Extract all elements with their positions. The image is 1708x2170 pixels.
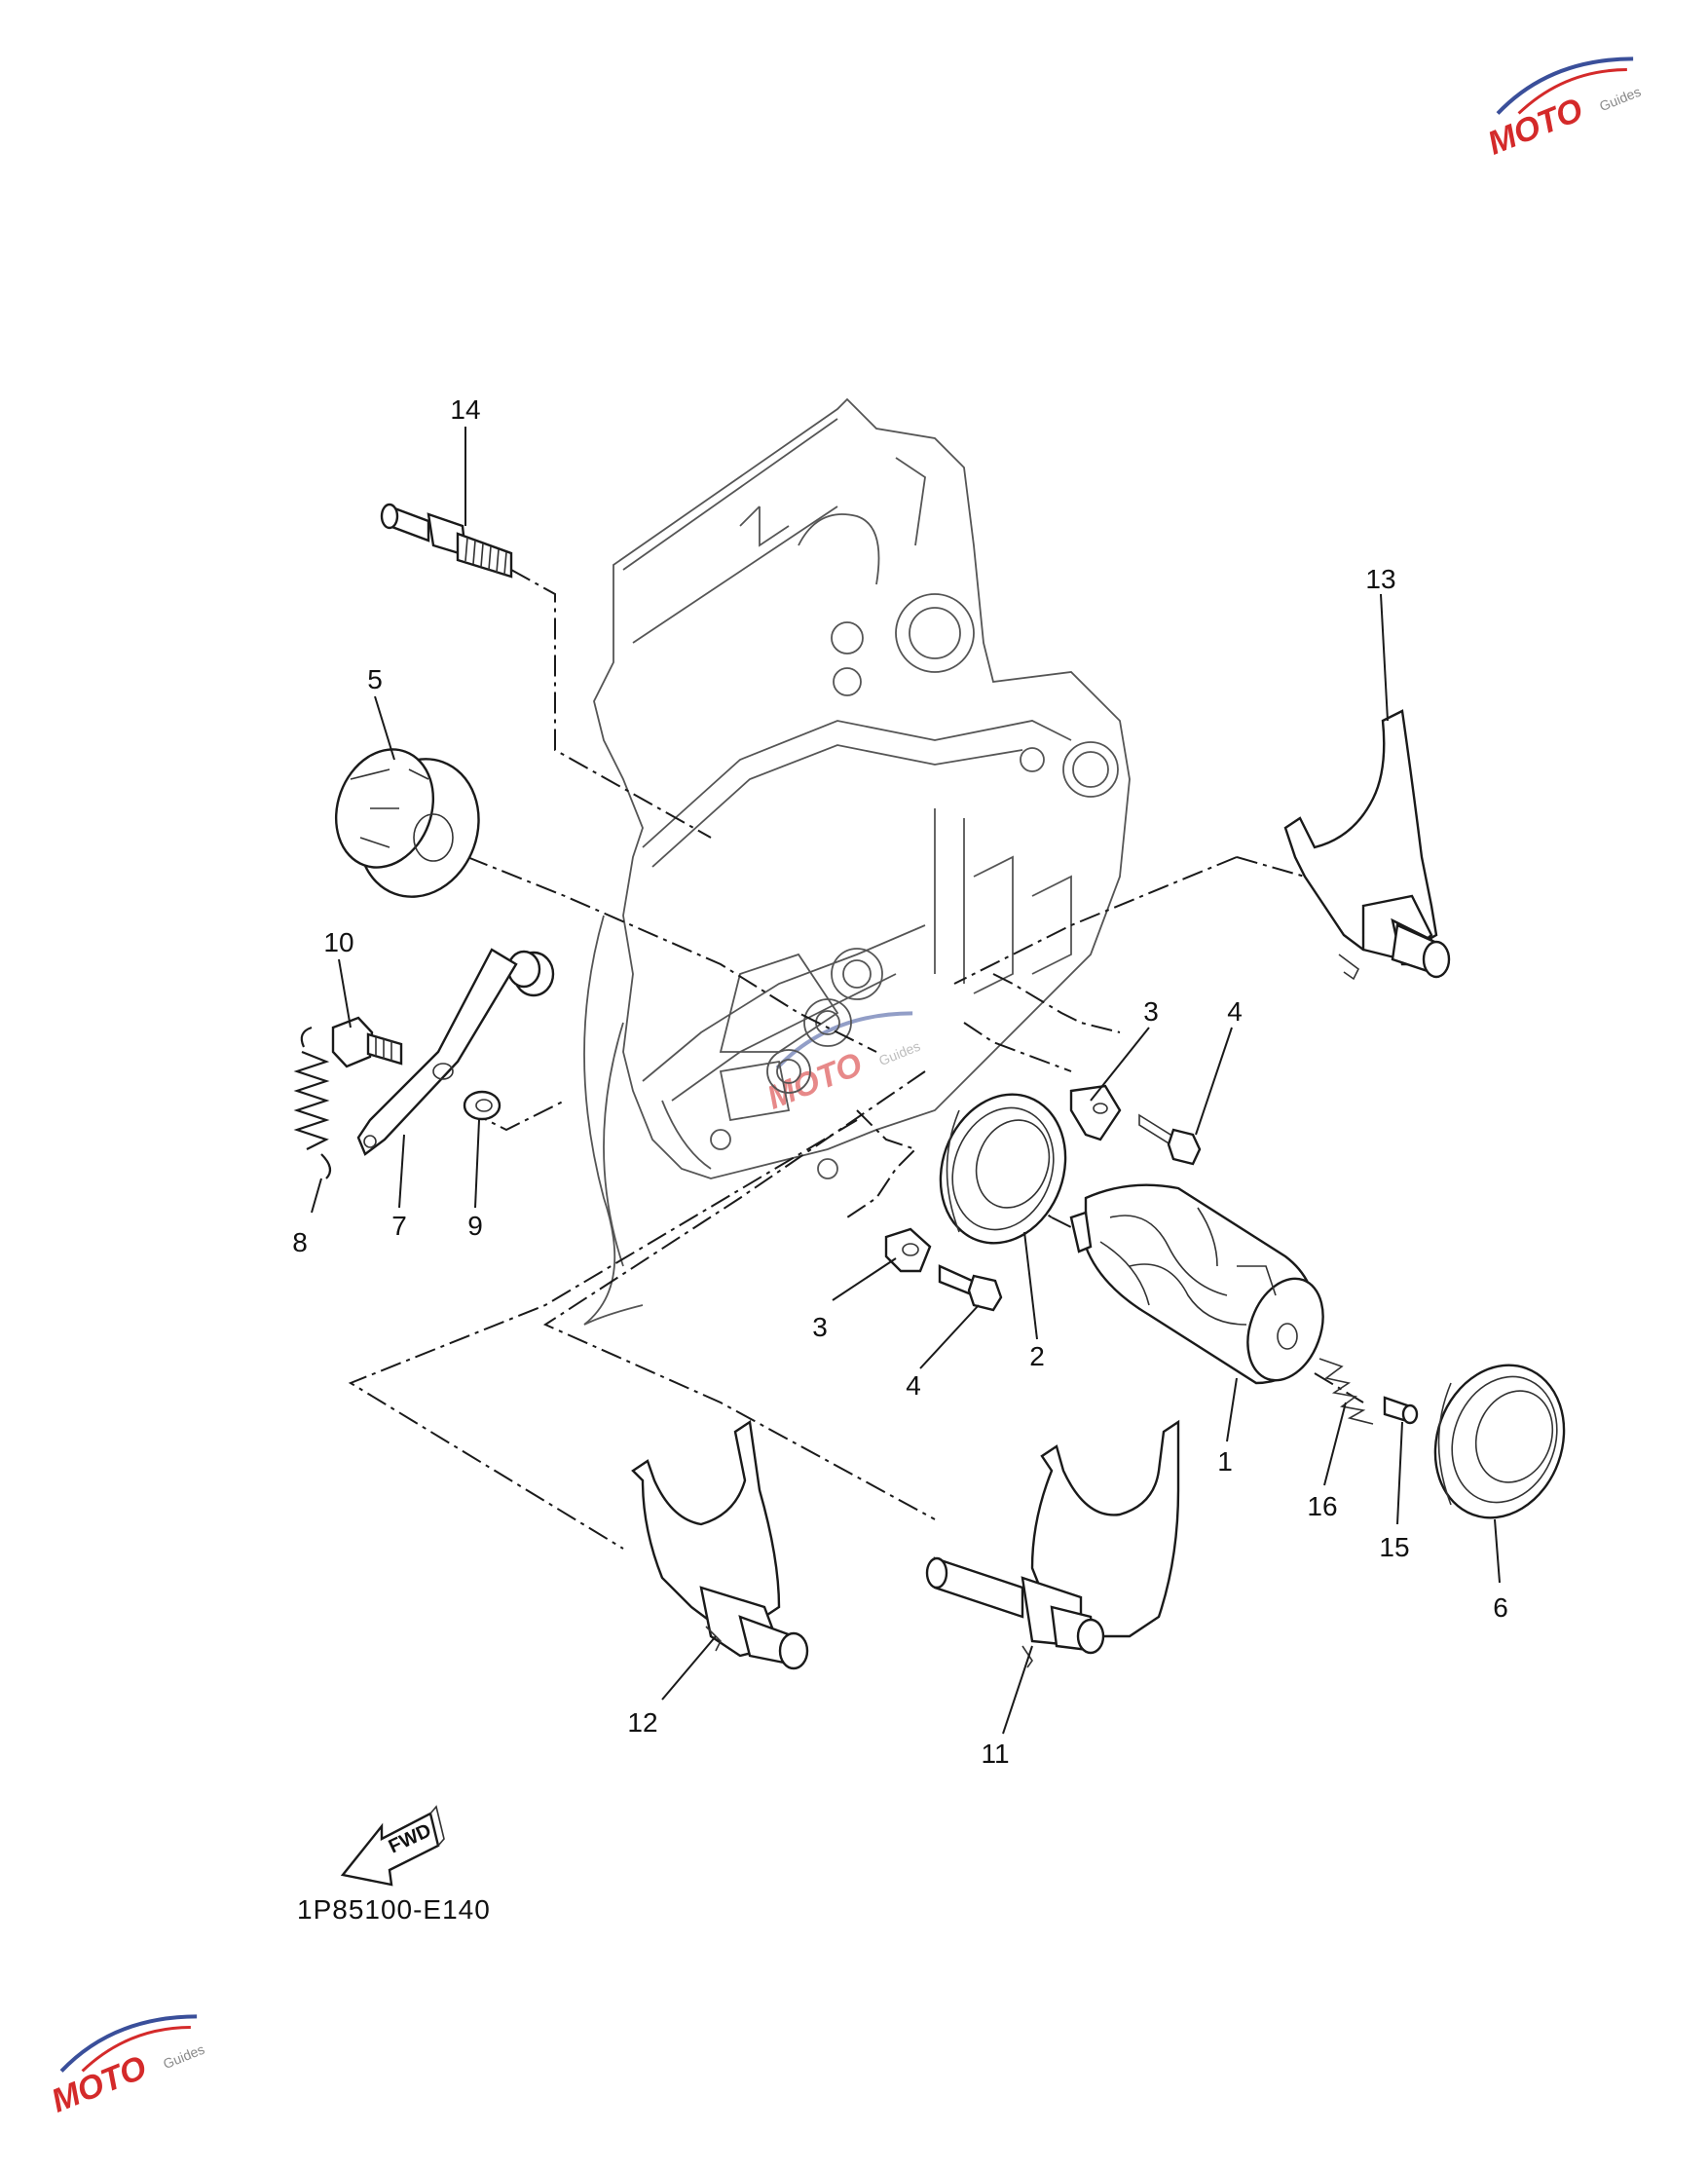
label-part-5: 5: [367, 664, 383, 694]
part-2-bearing: [939, 1093, 1067, 1245]
part-12-shift-fork: [631, 1419, 809, 1670]
connector-lines: [348, 569, 1364, 1550]
label-part-6: 6: [1493, 1592, 1508, 1623]
watermark-tagline-text: Guides: [1597, 84, 1643, 114]
watermark-tagline-text: Guides: [161, 2041, 206, 2072]
label-part-15: 15: [1379, 1532, 1409, 1562]
part-4-screw-lower: [938, 1264, 1003, 1312]
part-13-shift-fork: [1283, 709, 1451, 981]
part-6-bearing: [1433, 1364, 1566, 1519]
part-5-drum-segment: [334, 748, 480, 898]
part-1-shift-drum: [1069, 1183, 1324, 1385]
label-part-16: 16: [1307, 1491, 1337, 1521]
leader-lines: [311, 427, 1501, 1735]
label-part-3-upper: 3: [1143, 996, 1159, 1027]
label-part-4-lower: 4: [906, 1370, 921, 1401]
label-part-11: 11: [981, 1739, 1009, 1769]
label-part-8: 8: [292, 1227, 308, 1257]
label-part-14: 14: [450, 394, 480, 425]
label-part-13: 13: [1365, 564, 1395, 594]
part-8-spring: [293, 1026, 332, 1179]
label-part-10: 10: [323, 927, 353, 957]
part-number-labels: 14 5 10 8 7 9 13 3 4 3 4 2 1 16 15 6 12 …: [292, 394, 1508, 1769]
watermark-brand-text: MOTO: [762, 1045, 868, 1116]
part-11-shift-fork: [925, 1419, 1180, 1668]
part-3-plate-lower: [884, 1227, 932, 1273]
part-9-washer: [463, 1090, 501, 1121]
part-14-stud-bolt: [380, 503, 513, 579]
label-part-1: 1: [1217, 1446, 1233, 1477]
label-part-9: 9: [467, 1211, 483, 1241]
crankcase-outline: [583, 397, 1131, 1326]
watermark-brand-text: MOTO: [47, 2048, 152, 2119]
part-10-bolt: [331, 1016, 403, 1068]
moto-guides-watermark-center: MOTO Guides: [762, 1011, 922, 1117]
part-4-screw-upper: [1138, 1113, 1202, 1166]
label-part-4-upper: 4: [1227, 996, 1243, 1027]
label-part-12: 12: [627, 1707, 657, 1738]
watermark-tagline-text: Guides: [876, 1038, 922, 1068]
moto-guides-watermark-bottom: MOTO Guides: [47, 2014, 206, 2120]
label-part-2: 2: [1029, 1341, 1045, 1371]
moto-guides-watermark-top: MOTO Guides: [1483, 56, 1643, 163]
part-16-spring: [1318, 1358, 1374, 1425]
part-7-stopper-lever: [356, 948, 555, 1156]
label-part-7: 7: [391, 1211, 407, 1241]
fwd-direction-arrow: FWD: [340, 1805, 445, 1887]
watermark-brand-text: MOTO: [1483, 91, 1588, 162]
label-part-3-lower: 3: [812, 1312, 828, 1342]
part-3-plate-upper: [1069, 1084, 1122, 1141]
part-15-pin: [1383, 1396, 1419, 1425]
diagram-reference-code: 1P85100-E140: [297, 1894, 491, 1925]
